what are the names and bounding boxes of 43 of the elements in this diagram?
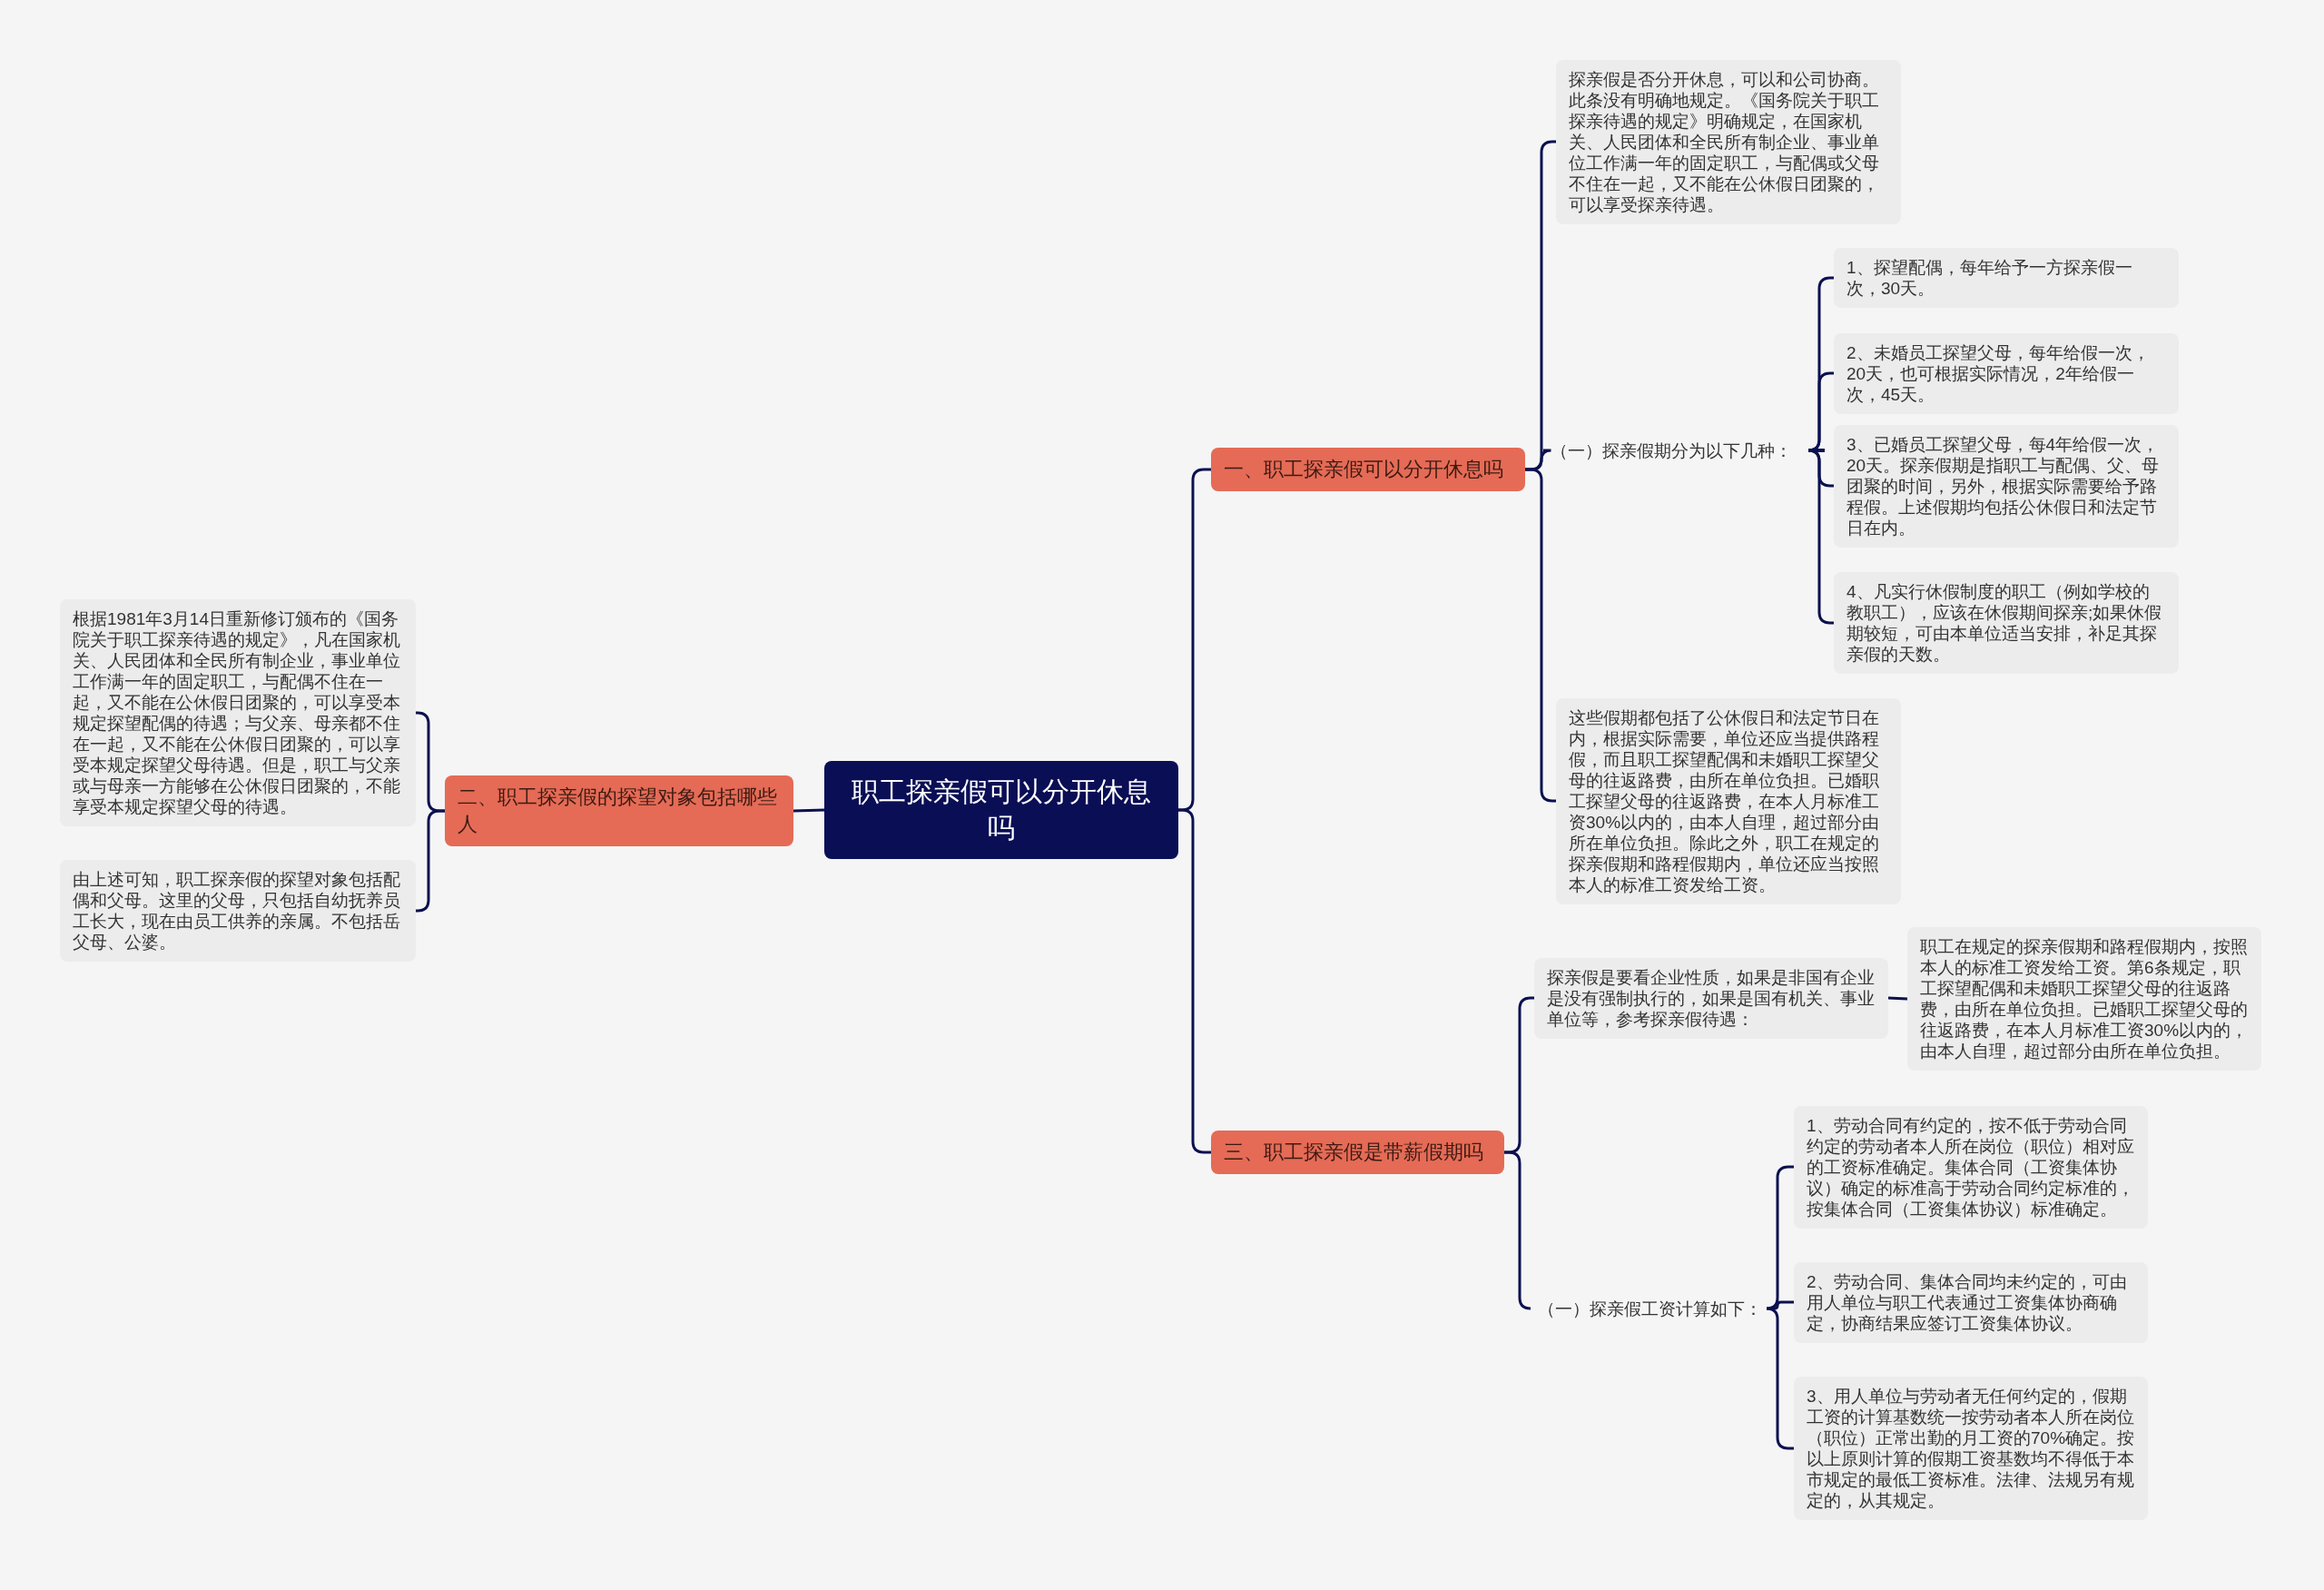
connector-line (1504, 1151, 1532, 1310)
central-topic-text: 职工探亲假可以分开休息吗 (851, 775, 1152, 844)
node-text: （一）探亲假工资计算如下： (1538, 1298, 1763, 1319)
connector-line (1765, 1165, 1794, 1310)
branch-topic-box (445, 775, 793, 846)
node-text: 由上述可知，职工探亲假的探望对象包括配偶和父母。这里的父母，只包括自幼抚养员工长大，现在由员工供养的亲属。不包括岳父母、公婆。 (73, 869, 401, 953)
node-text: （一）探亲假期分为以下几种： (1551, 439, 1793, 461)
node-text: 2、劳动合同、集体合同均未约定的，可由用人单位与职工代表通过工资集体协商确定，协商结果应签订工资集体协议。 (1807, 1270, 2128, 1334)
node-text: 3、用人单位与劳动者无任何约定的，假期工资的计算基数统一按劳动者本人所在岗位（职位）正常出勤的月工资的70%确定。按以上原则计算的假期工资基数均不得低于本市规定的最低工资标准。法律、法规另有规定的，从其规定。 (1807, 1386, 2135, 1511)
node-text: 根据1981年3月14日重新修订颁布的《国务院关于职工探亲待遇的规定》，凡在国家机关、人民团体和全民所有制企业，事业单位工作满一年的固定职工，与配偶不住在一起，又不能在公休假日团聚的，可以享受本规定探望配偶的待遇；与父亲、母亲都不住在一起，又不能在公休假日团聚的，可以享受本规定探望父母待遇。但是，职工与父亲或与母亲一方能够在公休假日团聚的，不能享受本规定探望父母的待遇。 (73, 608, 401, 817)
text-card (1834, 248, 2179, 308)
connector-line (793, 808, 825, 813)
text-card (1794, 1261, 2148, 1343)
connector-line (1773, 1300, 1794, 1310)
text-card (1794, 1105, 2148, 1229)
text-card (60, 599, 416, 826)
text-card (1556, 59, 1901, 224)
node-text: 职工在规定的探亲假期和路程假期内，按照本人的标准工资发给工资。第6条规定，职工探望配偶和未婚职工探望父母的往返路费，由所在单位负担。已婚职工探望父母的往返路费，在本人月标准工资30%以内的，由本人自理，超过部分由所在单位负担。 (1920, 936, 2249, 1062)
text-card (1794, 1377, 2148, 1520)
text-card (1834, 332, 2179, 414)
node-text: 探亲假是否分开休息，可以和公司协商。此条没有明确地规定。《国务院关于职工探亲待遇的规定》明确规定，在国家机关、人民团体和全民所有制企业、事业单位工作满一年的固定职工，与配偶或父母不住在一起，又不能在公休假日团聚的，可以享受探亲待遇。 (1569, 68, 1880, 215)
node-text: 探亲假是要看企业性质，如果是非国有企业是没有强制执行的，如果是国有机关、事业单位等，参考探亲假待遇： (1547, 966, 1876, 1030)
node-text: 3、已婚员工探望父母，每4年给假一次，20天。探亲假期是指职工与配偶、父、母团聚的时间，另外，根据实际需要给予路程假。上述假期均包括公休假日和法定节日在内。 (1846, 433, 2161, 538)
node-text: 1、探望配偶，每年给予一方探亲假一次，30天。 (1846, 257, 2133, 299)
branch-topic-text: 二、职工探亲假的探望对象包括哪些人 (458, 785, 778, 837)
text-card (60, 860, 416, 962)
node-text: 1、劳动合同有约定的，按不低于劳动合同约定的劳动者本人所在岗位（职位）相对应的工资标准确定。集体合同（工资集体协议）确定的标准高于劳动合同约定标准的，按集体合同（工资集体协议）标准确定。 (1807, 1114, 2135, 1220)
node-text: 2、未婚员工探望父母，每年给假一次，20天，也可根据实际情况，2年给假一次，45天。 (1846, 341, 2151, 405)
node-text: 4、凡实行休假制度的职工（例如学校的教职工），应该在休假期间探亲;如果休假期较短，可由本单位适当安排，补足其探亲假的天数。 (1846, 581, 2163, 665)
connector-line (1807, 371, 1834, 452)
central-topic-box (824, 761, 1178, 859)
branch-topic-text: 一、职工探亲假可以分开休息吗 (1224, 457, 1504, 482)
node-text: 这些假期都包括了公休假日和法定节日在内，根据实际需要，单位还应当提供路程假，而且职工探望配偶和未婚职工探望父母的往返路费，由所在单位负担。已婚职工探望父母的往返路费，在本人月标准工资30%以内的，由本人自理，超过部分由所在单位负担。除此之外，职工在规定的探亲假期和路程假期内，单位还应当按照本人的标准工资发给工资。 (1569, 706, 1881, 895)
connector-line (1178, 808, 1211, 1154)
text-card (1534, 957, 1888, 1039)
text-card (1907, 927, 2261, 1071)
text-card (1556, 697, 1901, 904)
branch-topic-box (1211, 448, 1525, 491)
text-card (1834, 424, 2179, 548)
branch-topic-box (1211, 1131, 1504, 1174)
text-card (1834, 572, 2179, 674)
branch-topic-text: 三、职工探亲假是带薪假期吗 (1224, 1140, 1484, 1165)
connector-line (1887, 996, 1908, 1001)
